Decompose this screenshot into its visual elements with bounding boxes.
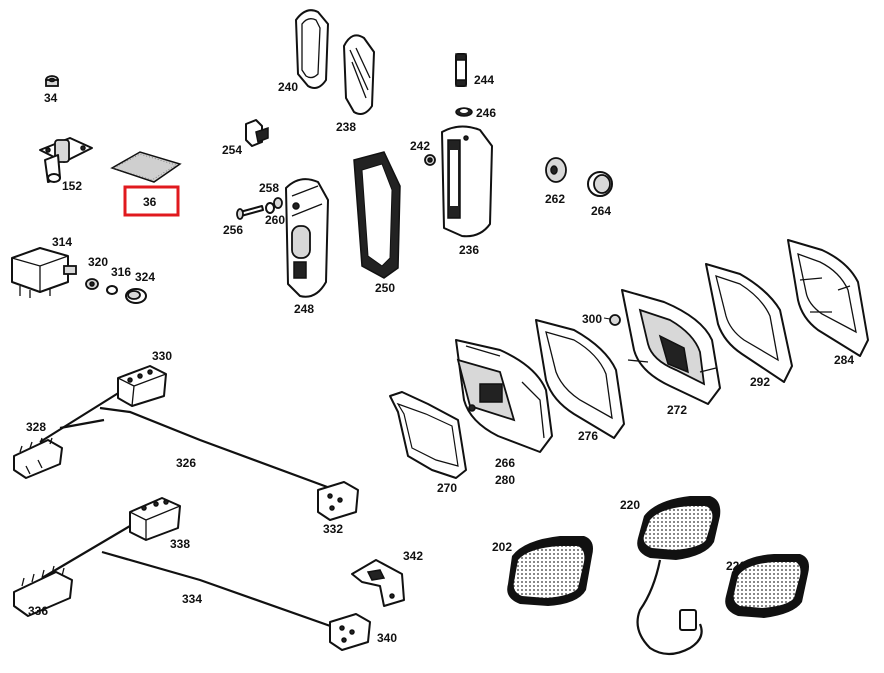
part-256-screw[interactable] — [236, 205, 264, 220]
part-326-harness-wire[interactable] — [39, 391, 331, 490]
callout-34: 34 — [44, 91, 58, 105]
part-226-grille[interactable] — [725, 554, 809, 618]
callout-332: 332 — [323, 522, 343, 536]
callout-266: 266 — [495, 456, 515, 470]
callout-258: 258 — [259, 181, 279, 195]
part-314-relay[interactable] — [11, 247, 77, 298]
part-250-gasket[interactable] — [353, 151, 401, 279]
part-342-bracket[interactable] — [351, 559, 405, 607]
part-266-lamp-assembly[interactable] — [455, 339, 553, 453]
part-338-connector[interactable] — [129, 497, 181, 541]
callout-238: 238 — [336, 120, 356, 134]
callout-246: 246 — [476, 106, 496, 120]
part-34-nut[interactable] — [45, 75, 59, 87]
part-336-connector[interactable] — [13, 565, 73, 617]
part-236-housing[interactable] — [441, 125, 493, 238]
callout-240: 240 — [278, 80, 298, 94]
callout-326: 326 — [176, 456, 196, 470]
callout-338: 338 — [170, 537, 190, 551]
part-324-knob[interactable] — [125, 288, 147, 304]
callout-342: 342 — [403, 549, 423, 563]
callout-220: 220 — [620, 498, 640, 512]
part-36-gasket[interactable] — [110, 151, 182, 183]
callout-300: 300 — [582, 312, 602, 326]
part-262-cap[interactable] — [545, 157, 567, 183]
callout-254: 254 — [222, 143, 242, 157]
callout-272: 272 — [667, 403, 687, 417]
part-332-connector[interactable] — [317, 481, 359, 521]
callout-226: 226 — [726, 559, 746, 573]
part-330-connector[interactable] — [117, 365, 167, 407]
part-272-reflector[interactable] — [621, 289, 721, 405]
part-276-gasket[interactable] — [535, 319, 625, 439]
part-320-washer[interactable] — [85, 278, 99, 290]
callout-280: 280 — [495, 473, 515, 487]
part-260-washer[interactable] — [265, 202, 275, 214]
part-334-harness-wire[interactable] — [41, 525, 337, 630]
part-152-socket[interactable] — [39, 137, 93, 183]
callout-36: 36 — [143, 195, 157, 209]
callout-276: 276 — [578, 429, 598, 443]
part-220-grille[interactable] — [636, 496, 721, 656]
callout-316: 316 — [111, 265, 131, 279]
part-264-cap[interactable] — [587, 171, 613, 197]
part-284-frame[interactable] — [787, 239, 869, 357]
part-258-nut[interactable] — [273, 197, 283, 209]
part-300-screw[interactable] — [603, 314, 621, 326]
callout-202: 202 — [492, 540, 512, 554]
part-328-connector[interactable] — [13, 437, 63, 479]
part-292-bezel[interactable] — [705, 263, 793, 383]
callout-292: 292 — [750, 375, 770, 389]
callout-336: 336 — [28, 604, 48, 618]
part-248-housing[interactable] — [285, 178, 329, 298]
callout-242: 242 — [410, 139, 430, 153]
callout-260: 260 — [265, 213, 285, 227]
highlight-box-36 — [123, 185, 180, 217]
callout-324: 324 — [135, 270, 155, 284]
callout-248: 248 — [294, 302, 314, 316]
part-202-grille[interactable] — [507, 536, 593, 606]
callout-328: 328 — [26, 420, 46, 434]
callout-256: 256 — [223, 223, 243, 237]
callout-340: 340 — [377, 631, 397, 645]
part-242-grommet[interactable] — [424, 154, 436, 166]
part-244-fuse[interactable] — [455, 53, 467, 87]
part-238-lens[interactable] — [343, 34, 375, 115]
callout-262: 262 — [545, 192, 565, 206]
part-316-clip[interactable] — [106, 285, 118, 295]
callout-264: 264 — [591, 204, 611, 218]
part-246-ring[interactable] — [455, 107, 473, 117]
callout-244: 244 — [474, 73, 494, 87]
callout-270: 270 — [437, 481, 457, 495]
callout-320: 320 — [88, 255, 108, 269]
part-240-frame[interactable] — [295, 9, 329, 89]
part-340-connector[interactable] — [329, 613, 371, 651]
callout-152: 152 — [62, 179, 82, 193]
part-270-seal[interactable] — [389, 391, 467, 479]
callout-314: 314 — [52, 235, 72, 249]
callout-334: 334 — [182, 592, 202, 606]
callout-236: 236 — [459, 243, 479, 257]
callout-284: 284 — [834, 353, 854, 367]
callout-330: 330 — [152, 349, 172, 363]
part-254-bracket[interactable] — [245, 119, 269, 147]
callout-250: 250 — [375, 281, 395, 295]
